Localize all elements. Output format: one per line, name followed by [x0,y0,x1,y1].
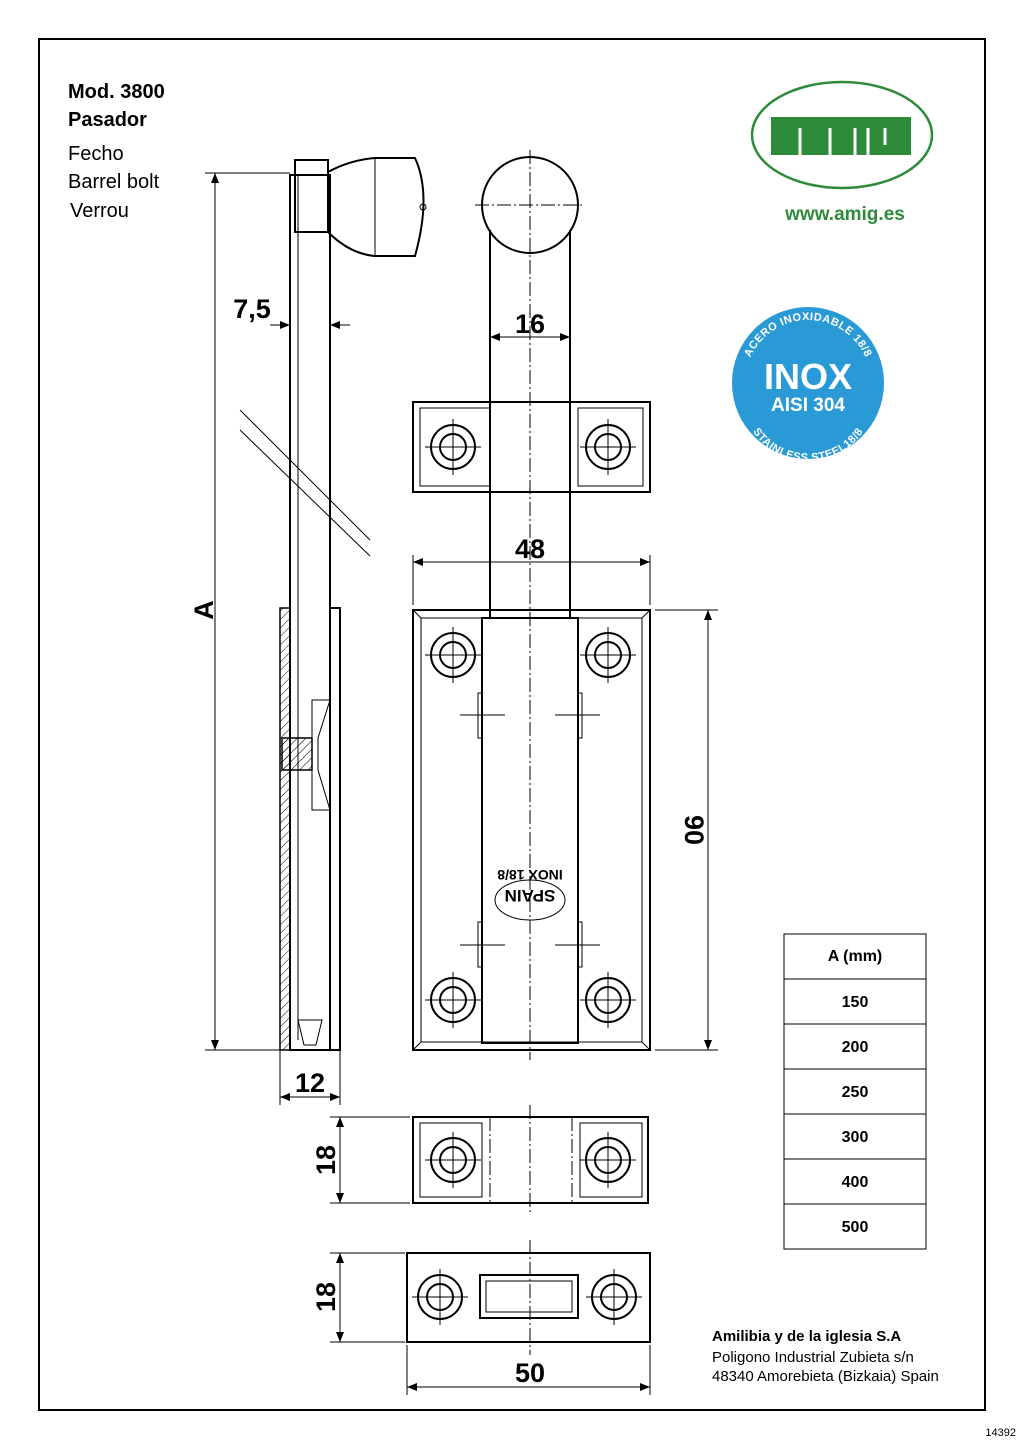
website-link: www.amig.es [784,204,905,225]
table-row: 400 [842,1174,869,1191]
engraving-inox: INOX 18/8 [497,867,563,883]
table-row: 500 [842,1219,869,1236]
dim-bolt-width: 16 [515,309,545,339]
side-view [239,157,427,1051]
length-table: A (mm) 150 200 250 300 400 500 [783,933,927,1250]
company-address-1: Poligono Industrial Zubieta s/n [712,1349,914,1366]
dim-plate-depth: 12 [295,1068,325,1098]
table-row: 200 [842,1039,869,1056]
product-name-en: Barrel bolt [68,171,160,193]
dim-strike-width: 50 [515,1358,545,1388]
badge-main: INOX [764,356,852,397]
dim-strike-height: 18 [311,1282,341,1312]
product-name-pt: Fecho [68,143,124,165]
company-name: Amilibia y de la iglesia S.A [712,1328,901,1345]
engraving-spain: SPAIN [505,886,556,905]
product-name-fr: Verrou [70,200,129,222]
dim-length-a: A [189,600,219,620]
product-name-es: Pasador [68,109,147,131]
screw-holes [412,419,642,1325]
dim-bolt-thickness: 7,5 [233,294,271,324]
table-header: A (mm) [828,948,883,965]
table-row: 150 [842,994,869,1011]
company-address-2: 48340 Amorebieta (Bizkaia) Spain [712,1368,939,1385]
dim-keeper-height: 18 [311,1145,341,1175]
doc-number: 14392 [985,1427,1016,1439]
amig-logo [750,80,934,190]
page-border [38,38,986,1411]
inox-badge: ACERO INOXIDABLE 18/8 INOX AISI 304 STAI… [732,307,884,464]
table-row: 300 [842,1129,869,1146]
badge-sub: AISI 304 [771,395,845,416]
dim-keeper-width: 48 [515,534,545,564]
dim-plate-height: 90 [679,815,709,845]
table-row: 250 [842,1084,869,1101]
model-title: Mod. 3800 [68,81,165,103]
front-view [406,150,651,1355]
